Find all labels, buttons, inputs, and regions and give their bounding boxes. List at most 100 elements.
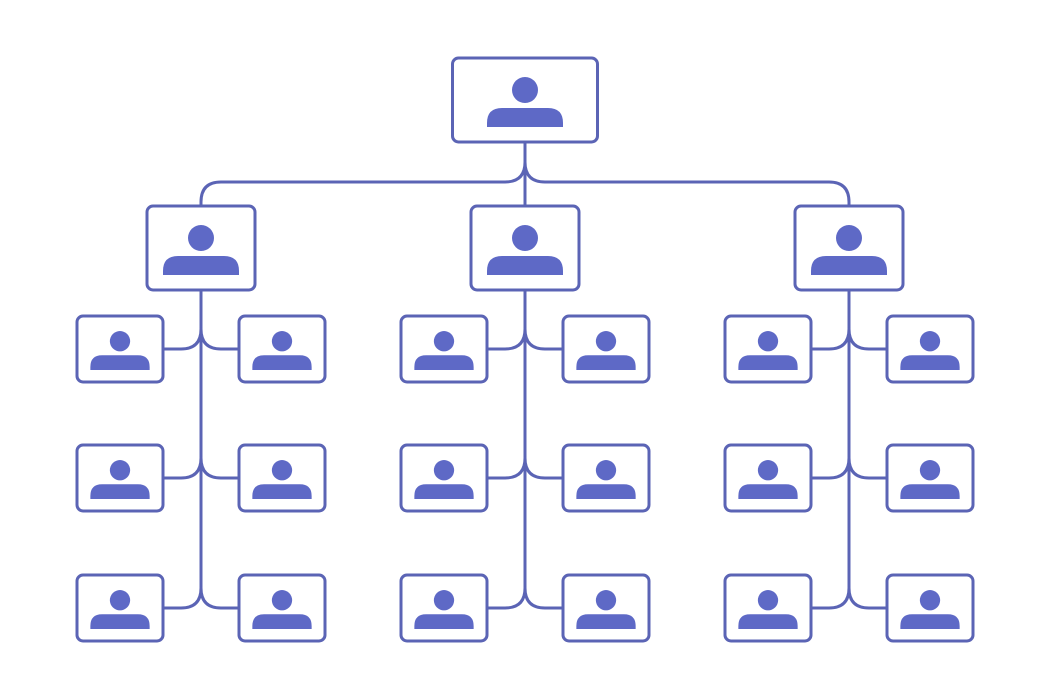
person-head <box>433 590 455 611</box>
person-body <box>414 355 474 371</box>
report-node <box>75 573 165 643</box>
branch-right <box>199 586 241 610</box>
person-icon <box>487 225 563 275</box>
report-node <box>561 443 651 513</box>
person-head <box>512 77 538 103</box>
branch-right <box>523 456 565 480</box>
branch-right <box>523 327 565 351</box>
person-body <box>487 108 563 127</box>
root-node <box>451 56 599 144</box>
report-node <box>885 573 975 643</box>
person-icon <box>738 331 798 371</box>
person-body <box>811 256 887 275</box>
org-nodes <box>75 56 975 643</box>
report-node <box>399 573 489 643</box>
branch-right <box>199 456 241 480</box>
branch-right <box>847 456 889 480</box>
person-icon <box>163 225 239 275</box>
person-body <box>163 256 239 275</box>
connector-lines <box>161 140 889 610</box>
person-icon <box>738 460 798 500</box>
branch-left <box>809 327 851 351</box>
branch-right <box>847 586 889 610</box>
person-icon <box>252 590 312 630</box>
person-body <box>90 614 150 630</box>
person-head <box>919 331 941 352</box>
person-head <box>433 331 455 352</box>
person-icon <box>900 590 960 630</box>
report-node <box>399 443 489 513</box>
bus-left <box>199 160 527 208</box>
report-node <box>399 314 489 384</box>
person-head <box>512 225 538 251</box>
person-head <box>433 460 455 481</box>
branch-left <box>161 456 203 480</box>
branch-right <box>847 327 889 351</box>
report-node <box>723 443 813 513</box>
report-node <box>75 443 165 513</box>
person-head <box>919 590 941 611</box>
person-body <box>414 614 474 630</box>
manager-node <box>145 204 257 292</box>
branch-right <box>523 586 565 610</box>
person-body <box>738 355 798 371</box>
person-icon <box>90 460 150 500</box>
person-head <box>919 460 941 481</box>
person-icon <box>487 77 563 127</box>
branch-left <box>809 456 851 480</box>
person-icon <box>576 590 636 630</box>
person-head <box>836 225 862 251</box>
person-icon <box>90 331 150 371</box>
manager-node <box>469 204 581 292</box>
report-node <box>723 573 813 643</box>
person-head <box>757 590 779 611</box>
person-body <box>900 614 960 630</box>
report-node <box>237 314 327 384</box>
person-icon <box>811 225 887 275</box>
person-body <box>576 484 636 500</box>
manager-node <box>793 204 905 292</box>
person-body <box>900 484 960 500</box>
person-icon <box>252 460 312 500</box>
person-body <box>252 484 312 500</box>
person-body <box>738 614 798 630</box>
person-icon <box>414 590 474 630</box>
report-node <box>561 573 651 643</box>
person-body <box>900 355 960 371</box>
person-head <box>271 331 293 352</box>
person-icon <box>576 331 636 371</box>
person-icon <box>738 590 798 630</box>
person-body <box>414 484 474 500</box>
person-body <box>576 355 636 371</box>
person-icon <box>414 331 474 371</box>
branch-left <box>485 586 527 610</box>
bus-right <box>523 160 851 208</box>
person-body <box>90 355 150 371</box>
person-head <box>595 590 617 611</box>
person-icon <box>414 460 474 500</box>
report-node <box>723 314 813 384</box>
person-head <box>271 460 293 481</box>
person-head <box>109 460 131 481</box>
person-icon <box>252 331 312 371</box>
person-body <box>90 484 150 500</box>
branch-right <box>199 327 241 351</box>
person-body <box>738 484 798 500</box>
person-body <box>252 355 312 371</box>
person-body <box>576 614 636 630</box>
person-head <box>595 331 617 352</box>
report-node <box>885 443 975 513</box>
report-node <box>885 314 975 384</box>
person-head <box>188 225 214 251</box>
branch-left <box>161 327 203 351</box>
report-node <box>237 573 327 643</box>
report-node <box>561 314 651 384</box>
person-head <box>757 331 779 352</box>
branch-left <box>485 456 527 480</box>
branch-left <box>809 586 851 610</box>
person-head <box>109 331 131 352</box>
person-body <box>252 614 312 630</box>
person-head <box>595 460 617 481</box>
person-icon <box>90 590 150 630</box>
